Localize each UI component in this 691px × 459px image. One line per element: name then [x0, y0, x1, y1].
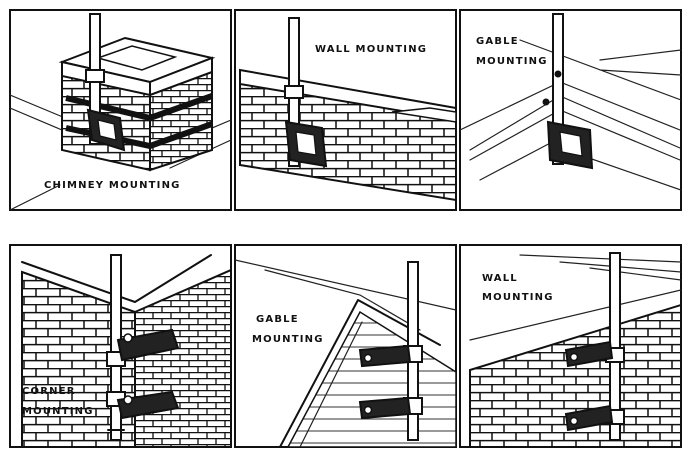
label-gable-mounting-top-line2: MOUNTING: [476, 56, 548, 67]
panel-wall-mounting-top: WALL MOUNTING: [234, 9, 457, 211]
label-wall-mounting-bottom-line2: MOUNTING: [482, 292, 554, 303]
panel-chimney-mounting: CHIMNEY MOUNTING: [9, 9, 232, 211]
label-corner-mounting-line2: MOUNTING: [22, 406, 94, 417]
label-gable-mounting-bottom-line2: MOUNTING: [252, 334, 324, 345]
panel-gable-mounting-top: GABLE MOUNTING: [459, 9, 682, 211]
panel-wall-mounting-bottom: WALL MOUNTING: [459, 244, 682, 448]
label-wall-mounting-bottom-line1: WALL: [482, 273, 518, 284]
panel-corner-mounting: CORNER MOUNTING: [9, 244, 232, 448]
label-corner-mounting-line1: CORNER: [22, 386, 76, 397]
label-chimney-mounting: CHIMNEY MOUNTING: [44, 180, 181, 191]
label-gable-mounting-top-line1: GABLE: [476, 36, 519, 47]
label-wall-mounting-top: WALL MOUNTING: [315, 44, 427, 55]
panel-gable-mounting-bottom: GABLE MOUNTING: [234, 244, 457, 448]
label-gable-mounting-bottom-line1: GABLE: [256, 314, 299, 325]
